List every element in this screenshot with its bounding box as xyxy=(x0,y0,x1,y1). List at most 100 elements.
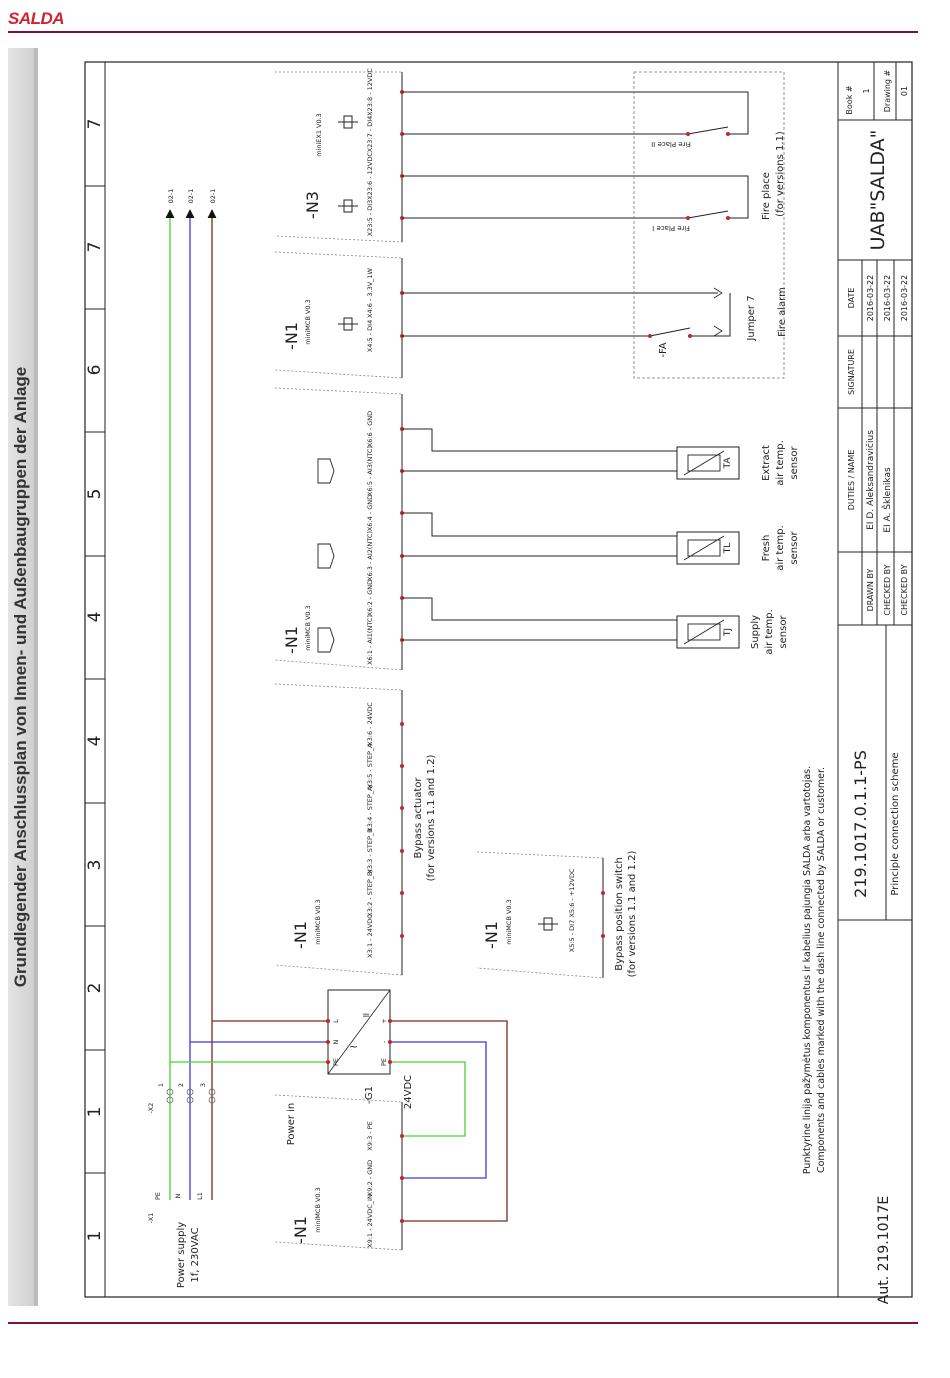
psu-pin: + xyxy=(380,1018,388,1023)
sensor-label: air temp. xyxy=(775,440,786,486)
zone-number: 3 xyxy=(85,860,105,871)
terminal-label: X6:1 - AI1(NTC) xyxy=(366,615,374,665)
block-alarm-outline xyxy=(274,251,403,379)
note-lt: Punktyrine linija pažymėtus komponentus … xyxy=(802,766,813,1174)
company-name: UAB"SALDA" xyxy=(867,130,889,251)
block-bypass-title: Bypass actuator xyxy=(413,777,424,859)
terminal-label: X5:5 - DI7 xyxy=(568,920,576,952)
fire-place-contact-2: Fire Place II xyxy=(651,140,691,148)
drawing-label: Drawing # xyxy=(883,69,892,112)
terminal-label: X3:6 - 24VDC xyxy=(366,702,374,746)
psu-pin: - xyxy=(380,1040,388,1043)
sensor-label: air temp. xyxy=(764,609,775,655)
sensor-wires xyxy=(402,428,677,641)
header-signature: SIGNATURE xyxy=(847,349,856,395)
row-drawn-label: DRAWN BY xyxy=(866,568,875,611)
fire-place-label: Fire place xyxy=(761,172,772,220)
x2-label: -X2 xyxy=(147,1103,155,1114)
psu-name: -G1 xyxy=(364,1086,375,1104)
block-bypass-name: -N1 xyxy=(291,921,310,949)
psu-pin: PE xyxy=(332,1058,340,1066)
block-power-name: -N1 xyxy=(291,1216,310,1244)
sensor-label: sensor xyxy=(789,446,800,480)
zone-number: 4 xyxy=(85,736,105,747)
terminal-label: X6:2 - GND xyxy=(366,580,374,616)
x2-pin: 2 xyxy=(177,1083,185,1087)
block-fire-name: -N3 xyxy=(303,191,322,219)
fire-place-versions: (for versions 1.1) xyxy=(775,131,786,217)
zone-number: 7 xyxy=(85,119,105,130)
sensor-label: Extract xyxy=(761,445,772,481)
row-drawn-date: 2016-03-22 xyxy=(866,275,875,322)
block-power-title: Power in xyxy=(286,1103,297,1146)
sensor-label: sensor xyxy=(789,531,800,565)
row-checked2-label: CHECKED BY xyxy=(900,564,909,615)
header-date: DATE xyxy=(847,288,856,309)
terminal-label: X9:1 - 24VDC_IN xyxy=(366,1194,374,1248)
row-checked-label: CHECKED BY xyxy=(883,564,892,615)
block-switch-subtitle: (for versions 1.1 and 1.2) xyxy=(627,851,638,978)
di-symbol xyxy=(338,317,358,331)
x1-pin: N xyxy=(174,1193,182,1198)
sensor-boxes xyxy=(676,446,740,649)
fire-alarm-label: Fire alarm xyxy=(777,287,788,337)
ai-symbols xyxy=(317,458,335,653)
footer-rule xyxy=(8,1322,918,1324)
zone-number: 4 xyxy=(85,612,105,623)
drawing-number: 219.1017.0.1.1-PS xyxy=(851,750,870,898)
side-band xyxy=(8,48,38,1306)
zone-number: 1 xyxy=(85,1231,105,1242)
zone-number: 6 xyxy=(85,365,105,376)
jumper-label: Jumper 7 xyxy=(746,295,757,341)
customer-device-zone xyxy=(633,71,785,379)
psu-ac-symbol: ~ xyxy=(349,1040,358,1053)
terminal-label: X3:3 - STEP_B xyxy=(366,828,374,873)
power-supply-spec: 1f, 230VAC xyxy=(190,1227,201,1282)
fire-place-contact-1: Fire Place I xyxy=(652,224,690,232)
terminal-label: X23:6 - 12VDC xyxy=(366,152,374,200)
terminal-label: X6:6 - GND xyxy=(366,411,374,447)
salda-logo: SALDA xyxy=(8,9,65,28)
block-fire-model: miniEX1 V0.3 xyxy=(315,113,323,157)
psu-pin: L xyxy=(332,1019,340,1023)
alarm-wiring xyxy=(402,292,731,337)
block-fire-outline xyxy=(274,71,403,243)
di-symbols xyxy=(338,115,358,213)
supply-refs: 02-1 02-1 02-1 xyxy=(167,189,217,204)
sensor-label: sensor xyxy=(778,615,789,649)
terminal-label: X6:5 - AI3(NTC) xyxy=(366,446,374,496)
terminal-strip-x2 xyxy=(166,1088,216,1104)
terminal-label: X23:8 - 12VDC xyxy=(366,68,374,116)
row-checked-date: 2016-03-22 xyxy=(883,275,892,322)
aut-number: Aut. 219.1017E xyxy=(876,1196,892,1305)
terminal-label: X9:3 - PE xyxy=(366,1121,374,1150)
block-bypass-terminals xyxy=(400,722,404,938)
svg-text:02-1: 02-1 xyxy=(209,189,217,204)
svg-text:02-1: 02-1 xyxy=(167,189,175,204)
terminal-label: X9:2 - GND xyxy=(366,1160,374,1196)
block-switch-outline xyxy=(476,851,604,979)
zone-number: 7 xyxy=(85,242,105,253)
psu-dc-symbol: = xyxy=(362,1010,370,1021)
x2-pin: 3 xyxy=(199,1083,207,1087)
thermistor-symbols xyxy=(683,450,725,645)
sensor-tag: TJ xyxy=(723,628,733,637)
power-supply-label: Power supply xyxy=(176,1222,187,1288)
supply-wires xyxy=(165,209,327,1200)
terminal-label: X4:6 - 3.3V_1W xyxy=(366,267,374,318)
block-switch-name: -N1 xyxy=(482,921,501,949)
zone-number: 1 xyxy=(85,1107,105,1118)
block-alarm-model: miniMCB V0.3 xyxy=(304,299,312,345)
sensor-label: Fresh xyxy=(761,535,772,562)
zone-number: 2 xyxy=(85,983,105,994)
sheet-frame xyxy=(84,61,913,1298)
zone-dividers xyxy=(85,185,105,1174)
sensor-tag: TA xyxy=(723,457,733,470)
x1-pin: L1 xyxy=(196,1192,204,1200)
row-checked2-date: 2016-03-22 xyxy=(900,275,909,322)
block-switch-model: miniMCB V0.3 xyxy=(505,899,513,945)
terminal-label: X3:5 - STEP_A xyxy=(366,743,374,789)
psu-diagonal xyxy=(327,989,391,1075)
zone-number: 5 xyxy=(85,489,105,500)
psu-output-wires xyxy=(390,1020,508,1222)
